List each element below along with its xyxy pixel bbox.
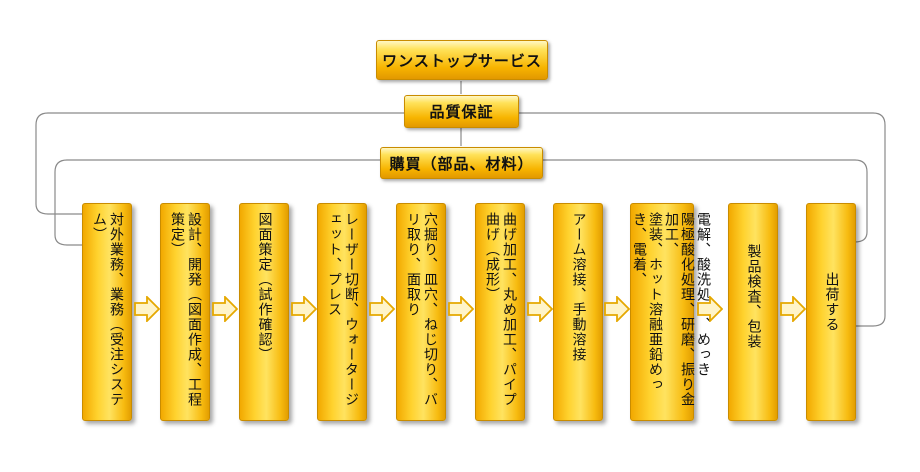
step-box: 製品検査、包装 — [728, 203, 778, 421]
step-box: 対外業務、業務（受注システム） — [82, 203, 132, 421]
step-label: 図面策定（試作確認） — [256, 212, 273, 362]
quality-assurance-label: 品質保証 — [429, 103, 494, 121]
flow-arrow-icon — [212, 296, 238, 322]
step-label: 曲げ加工、丸め加工、パイプ曲げ（成形） — [484, 212, 517, 407]
step-box: 電解、酸洗処理、めっき 陽極酸化処理、研磨、振り金加工、 塗装、ホット溶融亜鉛め… — [630, 203, 711, 421]
one-stop-service-label: ワンストップサービス — [382, 51, 542, 70]
step-box: レーザー切断、ウォータージェット、プレス — [317, 203, 367, 421]
step-label: アーム溶接、手動溶接 — [570, 212, 587, 362]
step-box: 図面策定（試作確認） — [239, 203, 289, 421]
step-label: 対外業務、業務（受注システム） — [91, 212, 124, 407]
step-label: 穴掘り、皿穴、ねじ切り、バリ取り、面取り — [405, 212, 438, 407]
quality-loop-left — [35, 112, 404, 215]
purchasing-box: 購買（部品、材料） — [380, 147, 543, 179]
quality-loop-right — [519, 112, 886, 327]
step-label: 出荷する — [823, 272, 840, 332]
purchasing-label: 購買（部品、材料） — [389, 154, 534, 173]
step-box: 出荷する — [806, 203, 856, 421]
purchase-loop-left — [54, 159, 380, 246]
flow-arrow-icon — [448, 296, 474, 322]
step-box: 穴掘り、皿穴、ねじ切り、バリ取り、面取り — [396, 203, 446, 421]
step-box: 曲げ加工、丸め加工、パイプ曲げ（成形） — [475, 203, 525, 421]
one-stop-service-box: ワンストップサービス — [376, 40, 548, 80]
purchase-loop-right — [543, 159, 868, 243]
flow-arrow-icon — [134, 296, 160, 322]
step-box: 設計、開発（図面作成、工程策定） — [160, 203, 210, 421]
flow-arrow-icon — [697, 296, 723, 322]
flow-arrow-icon — [369, 296, 395, 322]
quality-assurance-box: 品質保証 — [404, 95, 519, 128]
flow-arrow-icon — [527, 296, 553, 322]
step-label: レーザー切断、ウォータージェット、プレス — [326, 212, 359, 407]
step-box: アーム溶接、手動溶接 — [553, 203, 603, 421]
step-label: 設計、開発（図面作成、工程策定） — [169, 212, 202, 407]
flow-arrow-icon — [780, 296, 806, 322]
step-label: 製品検査、包装 — [745, 244, 762, 349]
step-label: 電解、酸洗処理、めっき 陽極酸化処理、研磨、振り金加工、 塗装、ホット溶融亜鉛め… — [631, 212, 711, 407]
flow-arrow-icon — [604, 296, 630, 322]
flow-arrow-icon — [291, 296, 317, 322]
